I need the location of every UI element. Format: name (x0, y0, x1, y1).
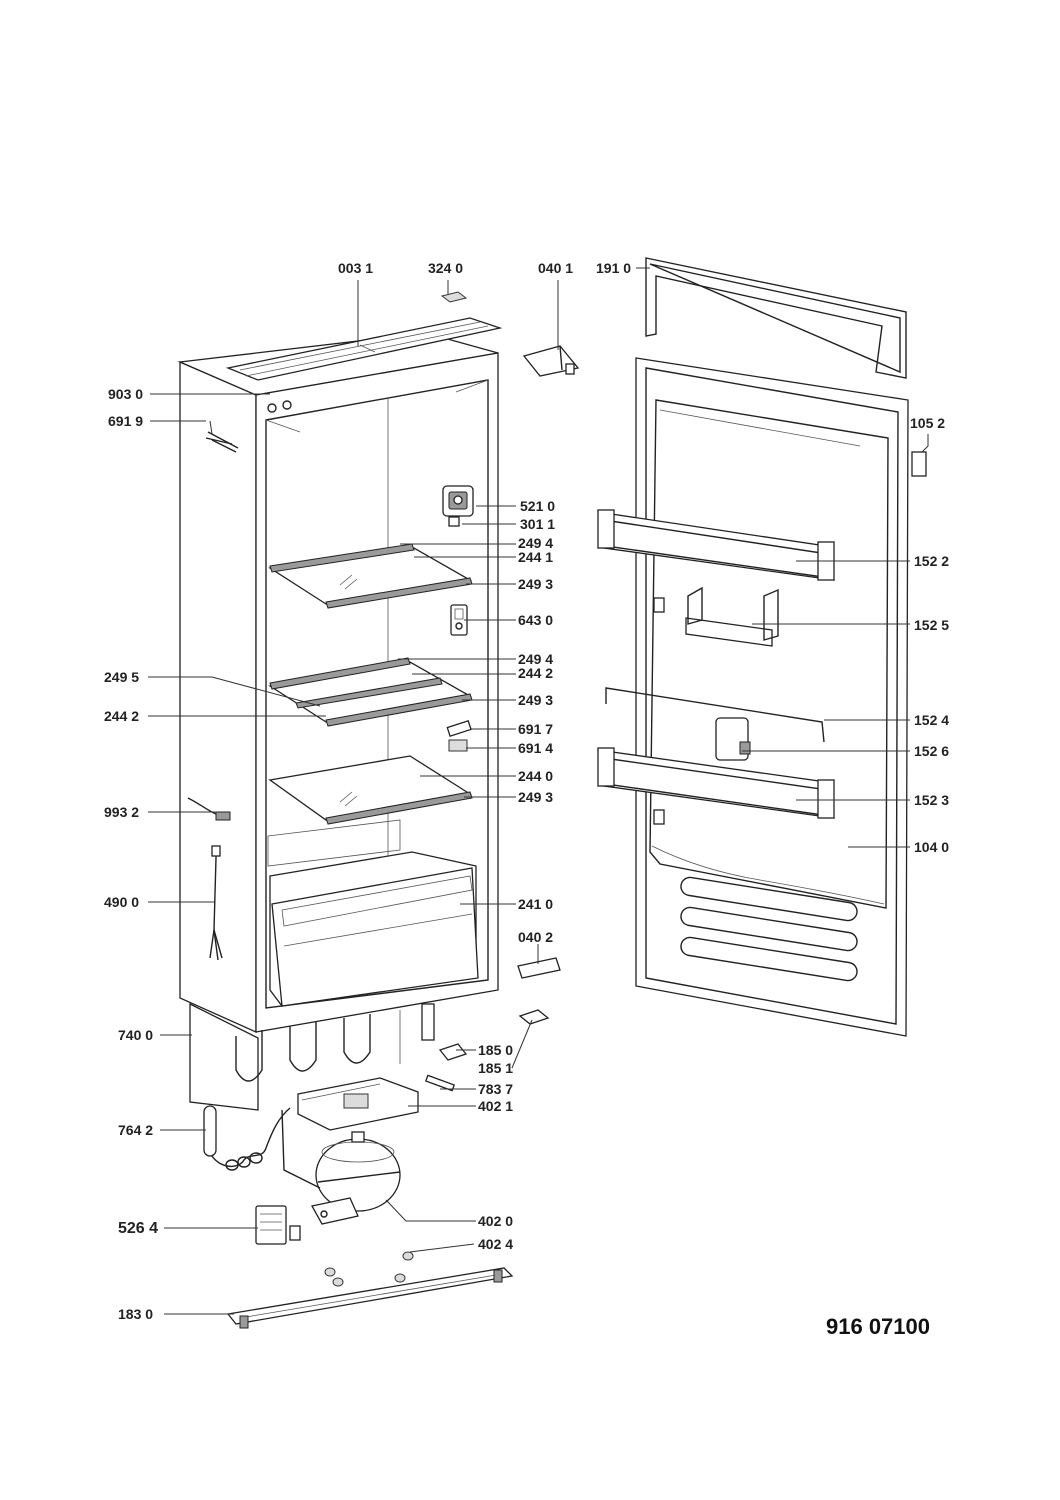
base-rail (226, 1267, 514, 1329)
callout-643-0: 643 0 (518, 612, 553, 628)
callout-191-0: 191 0 (596, 260, 631, 276)
callout-526-4: 526 4 (118, 1220, 158, 1237)
callout-152-3: 152 3 (914, 792, 949, 808)
glass-shelf-lower (268, 755, 473, 825)
callout-993-2: 993 2 (104, 804, 139, 820)
lower-hinge (438, 957, 561, 1061)
knob-301-1 (448, 516, 460, 527)
callout-691-4: 691 4 (518, 740, 553, 756)
door (635, 357, 909, 1037)
callout-152-5: 152 5 (914, 617, 949, 633)
door-bin-lower (597, 747, 835, 819)
callout-740-0: 740 0 (118, 1027, 153, 1043)
bottle-holder (715, 717, 751, 761)
top-cover (225, 317, 503, 381)
crisper-drawer (269, 851, 479, 1007)
lamp-691-7 (446, 719, 472, 737)
callout-183-0: 183 0 (118, 1306, 153, 1322)
capillary-tube (203, 1105, 291, 1171)
thermostat-housing (442, 485, 474, 517)
clip-783-7 (424, 1074, 456, 1092)
door-hinge-105-2 (911, 451, 927, 477)
callout-249-3-b: 249 3 (518, 692, 553, 708)
glass-shelf-middle (268, 657, 473, 727)
callout-402-0: 402 0 (478, 1213, 513, 1229)
callout-301-1: 301 1 (520, 516, 555, 532)
bottle-guard (605, 687, 825, 743)
callout-185-0: 185 0 (478, 1042, 513, 1058)
callout-783-7: 783 7 (478, 1081, 513, 1097)
callout-244-2-a: 244 2 (518, 665, 553, 681)
top-hinge (522, 345, 580, 377)
condenser (189, 1002, 435, 1111)
callout-185-1: 185 1 (478, 1060, 513, 1076)
callout-244-0: 244 0 (518, 768, 553, 784)
callout-490-0: 490 0 (104, 894, 139, 910)
starter-relay (255, 1205, 301, 1245)
lamp-691-4 (448, 739, 468, 752)
evaporation-tray (297, 1077, 419, 1131)
callout-324-0: 324 0 (428, 260, 463, 276)
callout-152-2: 152 2 (914, 553, 949, 569)
callout-249-4-a: 249 4 (518, 535, 553, 551)
callout-402-1: 402 1 (478, 1098, 513, 1114)
callout-003-1: 003 1 (338, 260, 373, 276)
callout-244-2-b: 244 2 (104, 708, 139, 724)
glass-shelf-upper (268, 543, 473, 609)
callout-903-0: 903 0 (108, 386, 143, 402)
callout-040-2: 040 2 (518, 929, 553, 945)
grommets (324, 1251, 414, 1287)
cover-cap (440, 291, 468, 303)
part-number-labels: 003 1 324 0 040 1 191 0 903 0 691 9 105 … (104, 260, 949, 1322)
callout-249-4-b: 249 4 (518, 651, 553, 667)
door-tray (685, 586, 779, 647)
callout-040-1: 040 1 (538, 260, 573, 276)
callout-249-3-c: 249 3 (518, 789, 553, 805)
callout-764-2: 764 2 (118, 1122, 153, 1138)
callout-691-9: 691 9 (108, 413, 143, 429)
callout-249-3-a: 249 3 (518, 576, 553, 592)
callout-249-5: 249 5 (104, 669, 139, 685)
callout-402-4: 402 4 (478, 1236, 513, 1252)
power-cord (209, 845, 223, 961)
callout-244-1: 244 1 (518, 549, 553, 565)
drawing-number: 916 07100 (826, 1314, 930, 1339)
callout-104-0: 104 0 (914, 839, 949, 855)
callout-105-2: 105 2 (910, 415, 945, 431)
wire-harness (187, 797, 231, 821)
door-gasket (645, 257, 907, 379)
compressor (281, 1109, 401, 1225)
callout-241-0: 241 0 (518, 896, 553, 912)
leader-lines (148, 267, 929, 1315)
callout-521-0: 521 0 (520, 498, 555, 514)
callout-691-7: 691 7 (518, 721, 553, 737)
callout-152-4: 152 4 (914, 712, 949, 728)
sensor-691-9 (205, 431, 239, 453)
callout-152-6: 152 6 (914, 743, 949, 759)
